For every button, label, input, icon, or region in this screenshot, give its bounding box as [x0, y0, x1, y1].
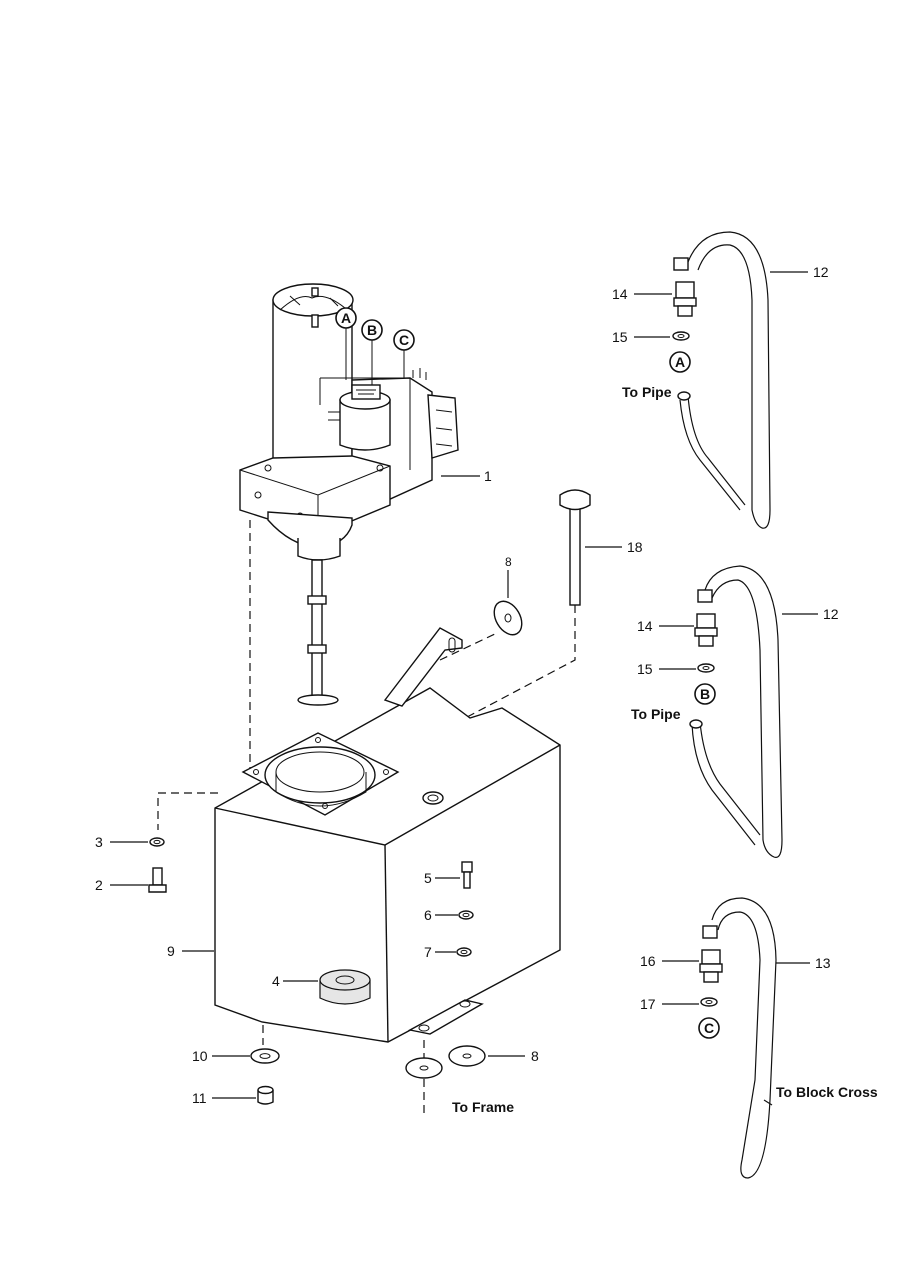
- part-label-2: 2: [95, 877, 103, 893]
- part-label-7: 7: [424, 944, 432, 960]
- small-parts: [148, 489, 591, 1105]
- part-label-14-top: 14: [612, 286, 628, 302]
- part-label-1: 1: [484, 468, 492, 484]
- connection-notes: To Pipe To Pipe To Frame To Block Cross: [452, 384, 878, 1115]
- part-number-labels: 1 18 8 12 14 15 12 14 15 13 16 17 3 2 9 …: [95, 264, 839, 1106]
- part-label-4: 4: [272, 973, 280, 989]
- part-label-12-mid: 12: [823, 606, 839, 622]
- hose-assembly-c: C: [698, 897, 777, 1179]
- callout-a-hose: [669, 351, 691, 373]
- part-label-17: 17: [640, 996, 656, 1012]
- part-label-8-bottom: 8: [531, 1048, 539, 1064]
- part-label-14-mid: 14: [637, 618, 653, 634]
- note-to-block-cross: To Block Cross: [776, 1084, 878, 1100]
- note-to-pipe-mid: To Pipe: [631, 706, 681, 722]
- hose-assembly-b: B: [689, 565, 783, 858]
- hose-assembly-a: A: [669, 231, 771, 529]
- reservoir-tank: [214, 627, 561, 1043]
- part-label-15-top: 15: [612, 329, 628, 345]
- part-label-10: 10: [192, 1048, 208, 1064]
- motor-pump-assembly: A B C: [239, 283, 459, 706]
- part-label-11: 11: [192, 1090, 207, 1106]
- part-label-18: 18: [627, 539, 643, 555]
- part-label-15-mid: 15: [637, 661, 653, 677]
- callout-c-hose-label: C: [704, 1020, 714, 1036]
- part-label-13: 13: [815, 955, 831, 971]
- callout-b-motor-label: B: [367, 322, 377, 338]
- leader-lines: [110, 271, 818, 1099]
- part-label-16: 16: [640, 953, 656, 969]
- part-label-9: 9: [167, 943, 175, 959]
- part-label-8-top: 8: [505, 555, 512, 569]
- callout-a-motor-label: A: [341, 310, 351, 326]
- note-to-pipe-top: To Pipe: [622, 384, 672, 400]
- callout-b-hose: [694, 683, 716, 705]
- part-label-5: 5: [424, 870, 432, 886]
- alignment-lines: [157, 520, 576, 1115]
- callout-b-hose-label: B: [700, 686, 710, 702]
- part-label-12-top: 12: [813, 264, 829, 280]
- callout-c-hose: [698, 1017, 720, 1039]
- part-label-6: 6: [424, 907, 432, 923]
- part-label-3: 3: [95, 834, 103, 850]
- note-to-frame: To Frame: [452, 1099, 514, 1115]
- callout-a-hose-label: A: [675, 354, 685, 370]
- callout-c-motor-label: C: [399, 332, 409, 348]
